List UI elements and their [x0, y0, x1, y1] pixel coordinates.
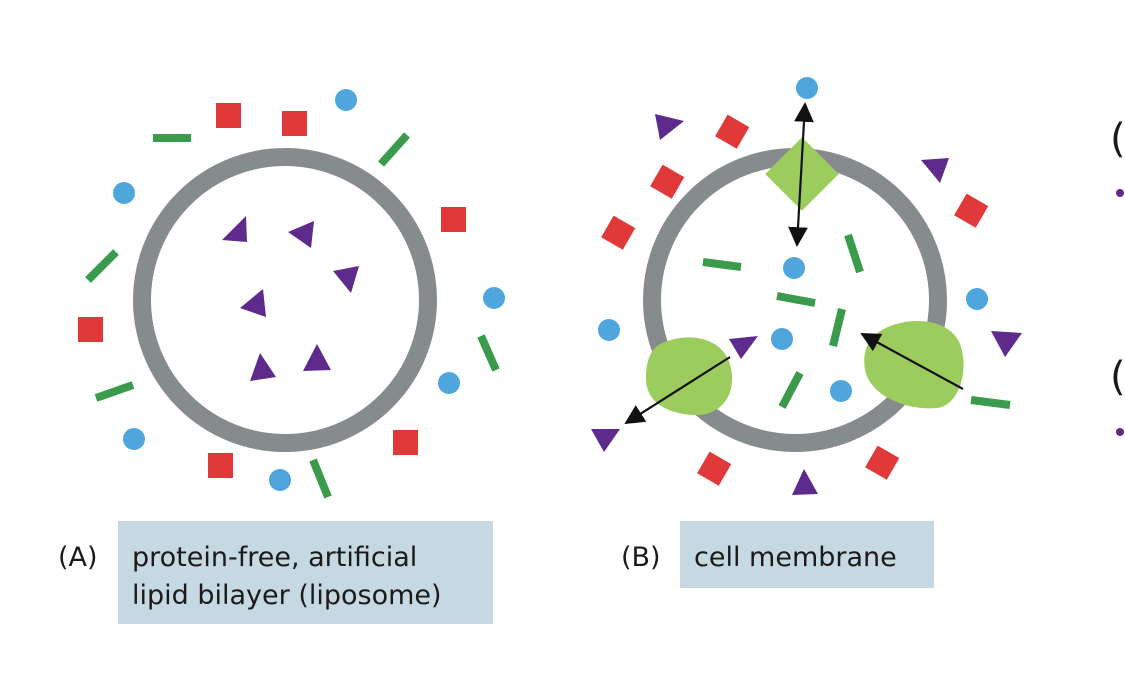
- square-molecule: [441, 207, 466, 232]
- panel-b: (B) cell membrane: [591, 77, 1022, 588]
- panel-a: (A) protein-free, artificial lipid bilay…: [58, 89, 505, 624]
- triangle-molecule: [333, 266, 359, 293]
- square-molecule: [78, 317, 103, 342]
- circle-molecule: [123, 428, 145, 450]
- bar-molecule: [844, 233, 864, 274]
- square-molecule: [865, 445, 900, 480]
- panel-a-outside-molecules: [78, 89, 505, 499]
- panel-a-caption-line-2: lipid bilayer (liposome): [132, 580, 442, 611]
- panel-b-caption: (B) cell membrane: [621, 521, 934, 588]
- panel-a-caption-line-1: protein-free, artificial: [132, 542, 417, 573]
- panel-a-inside-molecules: [222, 216, 359, 381]
- circle-molecule: [483, 287, 505, 309]
- circle-molecule: [598, 319, 620, 341]
- panel-b-caption-line-1: cell membrane: [694, 542, 897, 573]
- bar-molecule: [776, 292, 816, 307]
- bar-molecule: [85, 249, 119, 283]
- square-molecule: [650, 164, 685, 199]
- triangle-molecule: [655, 114, 684, 140]
- triangle-molecule: [303, 344, 331, 371]
- bar-molecule: [378, 132, 410, 167]
- cropped-paren-top: (: [1110, 116, 1125, 162]
- circle-molecule: [771, 328, 793, 350]
- square-molecule: [697, 451, 732, 486]
- bar-molecule: [778, 371, 804, 409]
- cropped-paren-bottom: (: [1110, 354, 1125, 400]
- channel-bidirectional-arrow: [788, 102, 814, 247]
- bar-molecule: [829, 308, 846, 347]
- influx-arrow: [860, 333, 964, 390]
- circle-molecule: [830, 380, 852, 402]
- bar-molecule: [970, 396, 1011, 409]
- panel-b-letter: (B): [621, 542, 661, 573]
- panel-b-inside-molecules: [702, 233, 864, 409]
- bar-molecule: [477, 334, 500, 372]
- triangle-molecule: [222, 216, 247, 242]
- panel-b-caption-box: [680, 521, 934, 588]
- circle-molecule: [796, 77, 818, 99]
- circle-molecule: [113, 182, 135, 204]
- square-molecule: [954, 193, 989, 228]
- efflux-arrow: [624, 356, 731, 425]
- triangle-molecule: [240, 289, 266, 317]
- cropped-panel-c-fragment: ( (: [1110, 116, 1125, 436]
- square-molecule: [601, 215, 636, 250]
- square-molecule: [393, 430, 418, 455]
- panel-b-transport-arrows: [624, 102, 964, 425]
- square-molecule: [208, 453, 233, 478]
- circle-molecule: [783, 257, 805, 279]
- panel-b-outside-molecules: [591, 77, 1022, 495]
- panel-a-caption: (A) protein-free, artificial lipid bilay…: [58, 521, 493, 624]
- square-molecule: [715, 114, 750, 149]
- circle-molecule: [438, 372, 460, 394]
- bar-molecule: [702, 258, 742, 271]
- triangle-molecule: [288, 221, 314, 248]
- triangle-molecule: [250, 353, 276, 381]
- triangle-molecule: [729, 336, 758, 359]
- bar-molecule: [309, 458, 332, 499]
- triangle-molecule: [991, 331, 1022, 357]
- square-molecule: [216, 103, 241, 128]
- liposome-bilayer: [133, 148, 437, 452]
- circle-molecule: [335, 89, 357, 111]
- cropped-bullet-bottom: [1116, 428, 1124, 436]
- cropped-bullet-top: [1116, 189, 1124, 197]
- circle-molecule: [966, 288, 988, 310]
- circle-molecule: [269, 469, 291, 491]
- panel-a-caption-box: [118, 521, 493, 624]
- triangle-molecule: [591, 429, 620, 452]
- triangle-molecule: [792, 469, 818, 495]
- panel-a-letter: (A): [58, 542, 98, 573]
- square-molecule: [282, 111, 307, 136]
- triangle-molecule: [921, 158, 949, 183]
- carrier-protein-right: [864, 320, 964, 409]
- bar-molecule: [94, 381, 135, 402]
